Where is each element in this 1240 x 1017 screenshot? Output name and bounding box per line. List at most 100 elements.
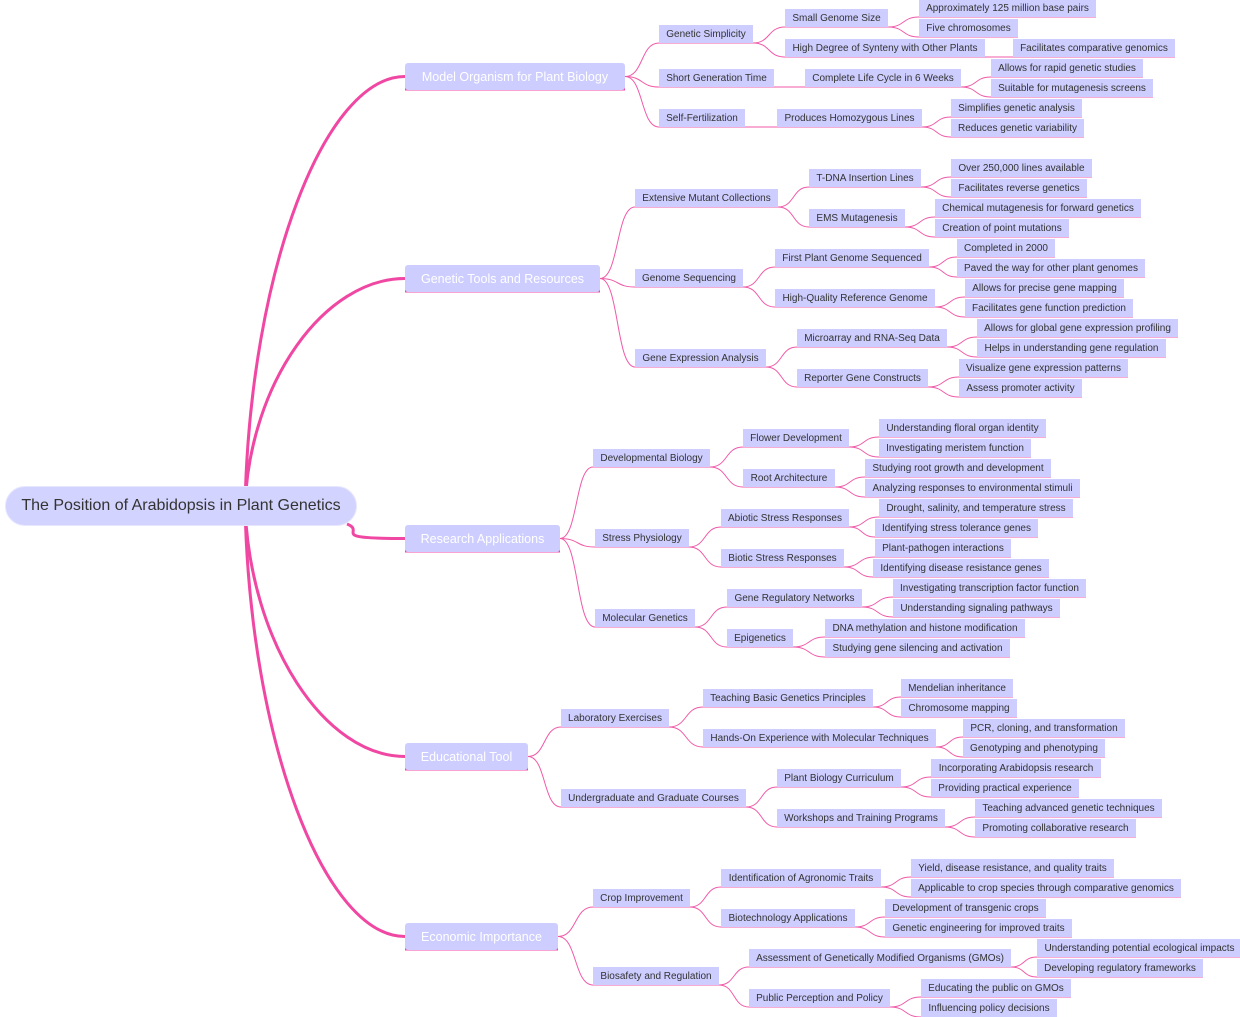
node-biotic-stress-responses[interactable]: Biotic Stress Responses (721, 549, 844, 567)
edge-to-applicable-to-crop-species-through-comparative-genomics (881, 887, 911, 897)
node-flower-development[interactable]: Flower Development (743, 429, 849, 447)
leaf-paved-the-way-for-other-plant-genomes[interactable]: Paved the way for other plant genomes (957, 259, 1145, 277)
leaf-chemical-mutagenesis-for-forward-genetics[interactable]: Chemical mutagenesis for forward genetic… (935, 199, 1141, 217)
leaf-dna-methylation-and-histone-modification[interactable]: DNA methylation and histone modification (825, 619, 1025, 637)
node-extensive-mutant-collections[interactable]: Extensive Mutant Collections (635, 189, 778, 207)
node-molecular-genetics[interactable]: Molecular Genetics (595, 609, 695, 627)
leaf-completed-in-2000[interactable]: Completed in 2000 (957, 239, 1055, 257)
leaf-teaching-advanced-genetic-techniques[interactable]: Teaching advanced genetic techniques (975, 799, 1162, 817)
leaf-yield-disease-resistance-and-quality-traits[interactable]: Yield, disease resistance, and quality t… (911, 859, 1114, 877)
edge-to-plant-pathogen-interactions (844, 557, 875, 567)
leaf-understanding-signaling-pathways[interactable]: Understanding signaling pathways (893, 599, 1060, 617)
leaf-pcr-cloning-and-transformation[interactable]: PCR, cloning, and transformation (963, 719, 1125, 737)
edge-to-stress-physiology (560, 539, 595, 548)
branch-model-organism-for-plant-biology[interactable]: Model Organism for Plant Biology (405, 63, 625, 90)
leaf-development-of-transgenic-crops[interactable]: Development of transgenic crops (885, 899, 1046, 917)
node-reporter-gene-constructs[interactable]: Reporter Gene Constructs (797, 369, 928, 387)
edge-to-flower-development (710, 447, 743, 467)
leaf-investigating-meristem-function[interactable]: Investigating meristem function (879, 439, 1031, 457)
leaf-educating-the-public-on-gmos[interactable]: Educating the public on GMOs (921, 979, 1071, 997)
node-developmental-biology[interactable]: Developmental Biology (593, 449, 710, 467)
node-ems-mutagenesis[interactable]: EMS Mutagenesis (809, 209, 905, 227)
leaf-analyzing-responses-to-environmental-stimuli[interactable]: Analyzing responses to environmental sti… (865, 479, 1080, 497)
leaf-allows-for-precise-gene-mapping[interactable]: Allows for precise gene mapping (965, 279, 1124, 297)
node-workshops-and-training-programs[interactable]: Workshops and Training Programs (777, 809, 945, 827)
edge-to-studying-gene-silencing-and-activation (793, 647, 825, 657)
node-hands-on-experience-with-molecular-techniques[interactable]: Hands-On Experience with Molecular Techn… (703, 729, 936, 747)
leaf-providing-practical-experience[interactable]: Providing practical experience (931, 779, 1079, 797)
edge-to-mendelian-inheritance (873, 697, 901, 707)
node-gene-expression-analysis[interactable]: Gene Expression Analysis (635, 349, 766, 367)
branch-educational-tool[interactable]: Educational Tool (405, 743, 528, 770)
leaf-helps-in-understanding-gene-regulation[interactable]: Helps in understanding gene regulation (977, 339, 1166, 357)
leaf-identifying-disease-resistance-genes[interactable]: Identifying disease resistance genes (873, 559, 1049, 577)
leaf-studying-gene-silencing-and-activation[interactable]: Studying gene silencing and activation (825, 639, 1010, 657)
leaf-suitable-for-mutagenesis-screens[interactable]: Suitable for mutagenesis screens (991, 79, 1153, 97)
leaf-approximately-125-million-base-pairs[interactable]: Approximately 125 million base pairs (919, 0, 1096, 17)
node-crop-improvement[interactable]: Crop Improvement (593, 889, 690, 907)
node-identification-of-agronomic-traits[interactable]: Identification of Agronomic Traits (721, 869, 881, 887)
leaf-creation-of-point-mutations[interactable]: Creation of point mutations (935, 219, 1069, 237)
leaf-influencing-policy-decisions[interactable]: Influencing policy decisions (921, 999, 1057, 1017)
node-biotechnology-applications[interactable]: Biotechnology Applications (721, 909, 855, 927)
leaf-drought-salinity-and-temperature-stress[interactable]: Drought, salinity, and temperature stres… (879, 499, 1073, 517)
node-public-perception-and-policy[interactable]: Public Perception and Policy (749, 989, 890, 1007)
node-laboratory-exercises[interactable]: Laboratory Exercises (561, 709, 669, 727)
node-teaching-basic-genetics-principles[interactable]: Teaching Basic Genetics Principles (703, 689, 873, 707)
node-high-degree-of-synteny-with-other-plants[interactable]: High Degree of Synteny with Other Plants (785, 39, 985, 57)
leaf-allows-for-global-gene-expression-profiling[interactable]: Allows for global gene expression profil… (977, 319, 1178, 337)
leaf-five-chromosomes[interactable]: Five chromosomes (919, 19, 1018, 37)
node-complete-life-cycle-in-6-weeks[interactable]: Complete Life Cycle in 6 Weeks (805, 69, 961, 87)
leaf-developing-regulatory-frameworks[interactable]: Developing regulatory frameworks (1037, 959, 1203, 977)
leaf-identifying-stress-tolerance-genes[interactable]: Identifying stress tolerance genes (875, 519, 1038, 537)
node-undergraduate-and-graduate-courses[interactable]: Undergraduate and Graduate Courses (561, 789, 746, 807)
node-abiotic-stress-responses[interactable]: Abiotic Stress Responses (721, 509, 849, 527)
leaf-genetic-engineering-for-improved-traits[interactable]: Genetic engineering for improved traits (885, 919, 1072, 937)
leaf-facilitates-comparative-genomics[interactable]: Facilitates comparative genomics (1013, 39, 1175, 57)
edge-to-educating-the-public-on-gmos (890, 997, 921, 1007)
node-biosafety-and-regulation[interactable]: Biosafety and Regulation (593, 967, 719, 985)
node-root-architecture[interactable]: Root Architecture (743, 469, 835, 487)
node-t-dna-insertion-lines[interactable]: T-DNA Insertion Lines (809, 169, 921, 187)
leaf-assess-promoter-activity[interactable]: Assess promoter activity (959, 379, 1082, 397)
node-microarray-and-rna-seq-data[interactable]: Microarray and RNA-Seq Data (797, 329, 947, 347)
leaf-over-250-000-lines-available[interactable]: Over 250,000 lines available (951, 159, 1092, 177)
leaf-studying-root-growth-and-development[interactable]: Studying root growth and development (865, 459, 1051, 477)
node-epigenetics[interactable]: Epigenetics (727, 629, 793, 647)
leaf-facilitates-gene-function-prediction[interactable]: Facilitates gene function prediction (965, 299, 1133, 317)
leaf-understanding-potential-ecological-impacts[interactable]: Understanding potential ecological impac… (1037, 939, 1240, 957)
edge-to-yield-disease-resistance-and-quality-traits (881, 877, 911, 887)
leaf-facilitates-reverse-genetics[interactable]: Facilitates reverse genetics (951, 179, 1087, 197)
node-gene-regulatory-networks[interactable]: Gene Regulatory Networks (727, 589, 862, 607)
leaf-understanding-floral-organ-identity[interactable]: Understanding floral organ identity (879, 419, 1046, 437)
leaf-genotyping-and-phenotyping[interactable]: Genotyping and phenotyping (963, 739, 1105, 757)
node-plant-biology-curriculum[interactable]: Plant Biology Curriculum (777, 769, 901, 787)
node-stress-physiology[interactable]: Stress Physiology (595, 529, 689, 547)
leaf-investigating-transcription-factor-function[interactable]: Investigating transcription factor funct… (893, 579, 1086, 597)
leaf-promoting-collaborative-research[interactable]: Promoting collaborative research (975, 819, 1136, 837)
node-genetic-simplicity[interactable]: Genetic Simplicity (659, 25, 753, 43)
leaf-mendelian-inheritance[interactable]: Mendelian inheritance (901, 679, 1013, 697)
leaf-applicable-to-crop-species-through-comparative-genomics[interactable]: Applicable to crop species through compa… (911, 879, 1181, 897)
leaf-plant-pathogen-interactions[interactable]: Plant-pathogen interactions (875, 539, 1011, 557)
node-genome-sequencing[interactable]: Genome Sequencing (635, 269, 743, 287)
leaf-allows-for-rapid-genetic-studies[interactable]: Allows for rapid genetic studies (991, 59, 1143, 77)
node-small-genome-size[interactable]: Small Genome Size (785, 9, 888, 27)
edge-to-identification-of-agronomic-traits (690, 887, 721, 907)
leaf-chromosome-mapping[interactable]: Chromosome mapping (901, 699, 1017, 717)
leaf-incorporating-arabidopsis-research[interactable]: Incorporating Arabidopsis research (931, 759, 1101, 777)
node-first-plant-genome-sequenced[interactable]: First Plant Genome Sequenced (775, 249, 929, 267)
node-short-generation-time[interactable]: Short Generation Time (659, 69, 774, 87)
node-produces-homozygous-lines[interactable]: Produces Homozygous Lines (777, 109, 922, 127)
node-self-fertilization[interactable]: Self-Fertilization (659, 109, 745, 127)
edge-to-crop-improvement (558, 907, 593, 937)
branch-genetic-tools-and-resources[interactable]: Genetic Tools and Resources (405, 265, 600, 292)
leaf-reduces-genetic-variability[interactable]: Reduces genetic variability (951, 119, 1084, 137)
leaf-visualize-gene-expression-patterns[interactable]: Visualize gene expression patterns (959, 359, 1128, 377)
leaf-simplifies-genetic-analysis[interactable]: Simplifies genetic analysis (951, 99, 1082, 117)
node-assessment-of-genetically-modified-organisms-gmos[interactable]: Assessment of Genetically Modified Organ… (749, 949, 1011, 967)
branch-research-applications[interactable]: Research Applications (405, 525, 560, 552)
root-node[interactable]: The Position of Arabidopsis in Plant Gen… (5, 486, 357, 526)
branch-economic-importance[interactable]: Economic Importance (405, 923, 558, 950)
node-high-quality-reference-genome[interactable]: High-Quality Reference Genome (775, 289, 935, 307)
